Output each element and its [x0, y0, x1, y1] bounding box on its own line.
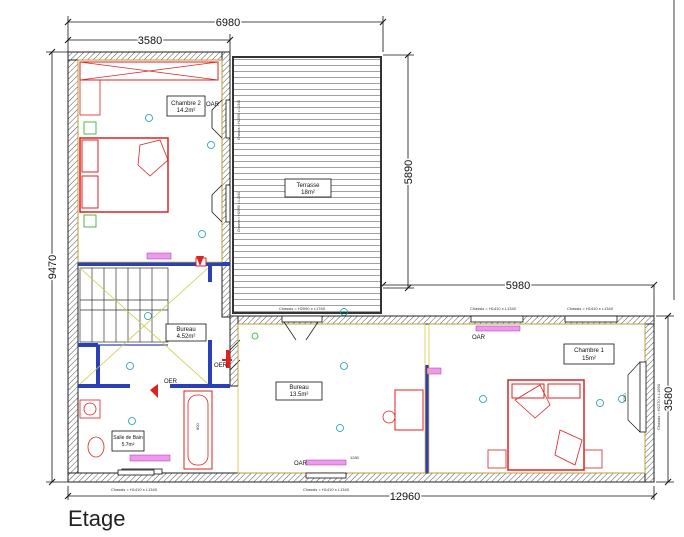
chassis-bottom-mid: Chassis = H1410 x L1340: [303, 487, 350, 492]
bureau-small: [126, 312, 207, 370]
bureau-small-area: 4.52m²: [177, 334, 196, 340]
bed-chambre-2: [79, 137, 169, 213]
bureau-main: [237, 308, 442, 479]
bureau-main-name: Bureau: [289, 385, 308, 391]
chassis-right: Chassis = H2270 x L1990: [656, 383, 661, 430]
stairs: [79, 267, 209, 385]
terrace-label-box: [284, 178, 332, 198]
chassis-terrace-b: Chassis = H2090 x L1340: [237, 192, 241, 232]
bureau-main-area: 13.5m²: [290, 392, 309, 398]
bureau-small-name: Bureau: [176, 327, 195, 333]
bottom-windows: [117, 469, 155, 476]
dim-top-total: 6980: [216, 17, 240, 29]
bed-chambre-1: [507, 379, 585, 471]
dim-right-lower: 3580: [663, 387, 675, 411]
terrace-name: Terrasse: [296, 183, 320, 189]
dim-top-left: 3580: [138, 35, 162, 47]
chassis-top-right-b: Chassis = H1410 x L1340: [567, 306, 614, 311]
dim-left-total: 9470: [47, 255, 59, 279]
dim-800-label: 800: [195, 423, 200, 430]
chambre-2-name: Chambre 2: [171, 101, 201, 107]
exterior-walls: [67, 51, 655, 483]
sdb-area: 5.7m²: [122, 442, 135, 448]
dim-right-terrace: 5890: [403, 160, 415, 184]
chambre-1: [428, 315, 647, 474]
chassis-bottom-left: Chassis = H1410 x L1340: [111, 487, 158, 492]
oar-label-chambre-2: OAR: [206, 102, 220, 108]
chambre-2-area: 14.2m²: [177, 108, 196, 114]
oar-top: OAR: [472, 335, 486, 341]
chambre-1-area: 15m²: [582, 356, 596, 362]
chassis-terrace-a: Chassis = H2090 x L1340: [237, 100, 241, 140]
chambre-2: [77, 59, 231, 267]
floor-title: Etage: [68, 506, 126, 531]
sdb-name: Salle de Bain: [113, 435, 143, 441]
dim-bottom-total: 12960: [390, 491, 421, 503]
dimension-ticks: [48, 18, 672, 500]
salle-de-bain: [79, 339, 241, 475]
chassis-top-right-a: Chassis = H1410 x L1340: [470, 306, 517, 311]
dimension-lines: [46, 0, 675, 500]
oer-left: OER: [164, 379, 178, 385]
dim-lower-right-width: 5980: [506, 280, 530, 292]
chambre-1-name: Chambre 1: [574, 348, 604, 354]
terrace-area: 18m²: [301, 190, 315, 196]
terrace: [232, 56, 382, 314]
dim-1190-label: 1190: [622, 393, 627, 402]
oer-right: OER: [214, 363, 228, 369]
dim-1280-label: 1280: [350, 455, 360, 460]
chassis-mid: Chassis = H2090 x L1765: [279, 306, 326, 311]
oar-bottom: OAR: [294, 461, 308, 467]
